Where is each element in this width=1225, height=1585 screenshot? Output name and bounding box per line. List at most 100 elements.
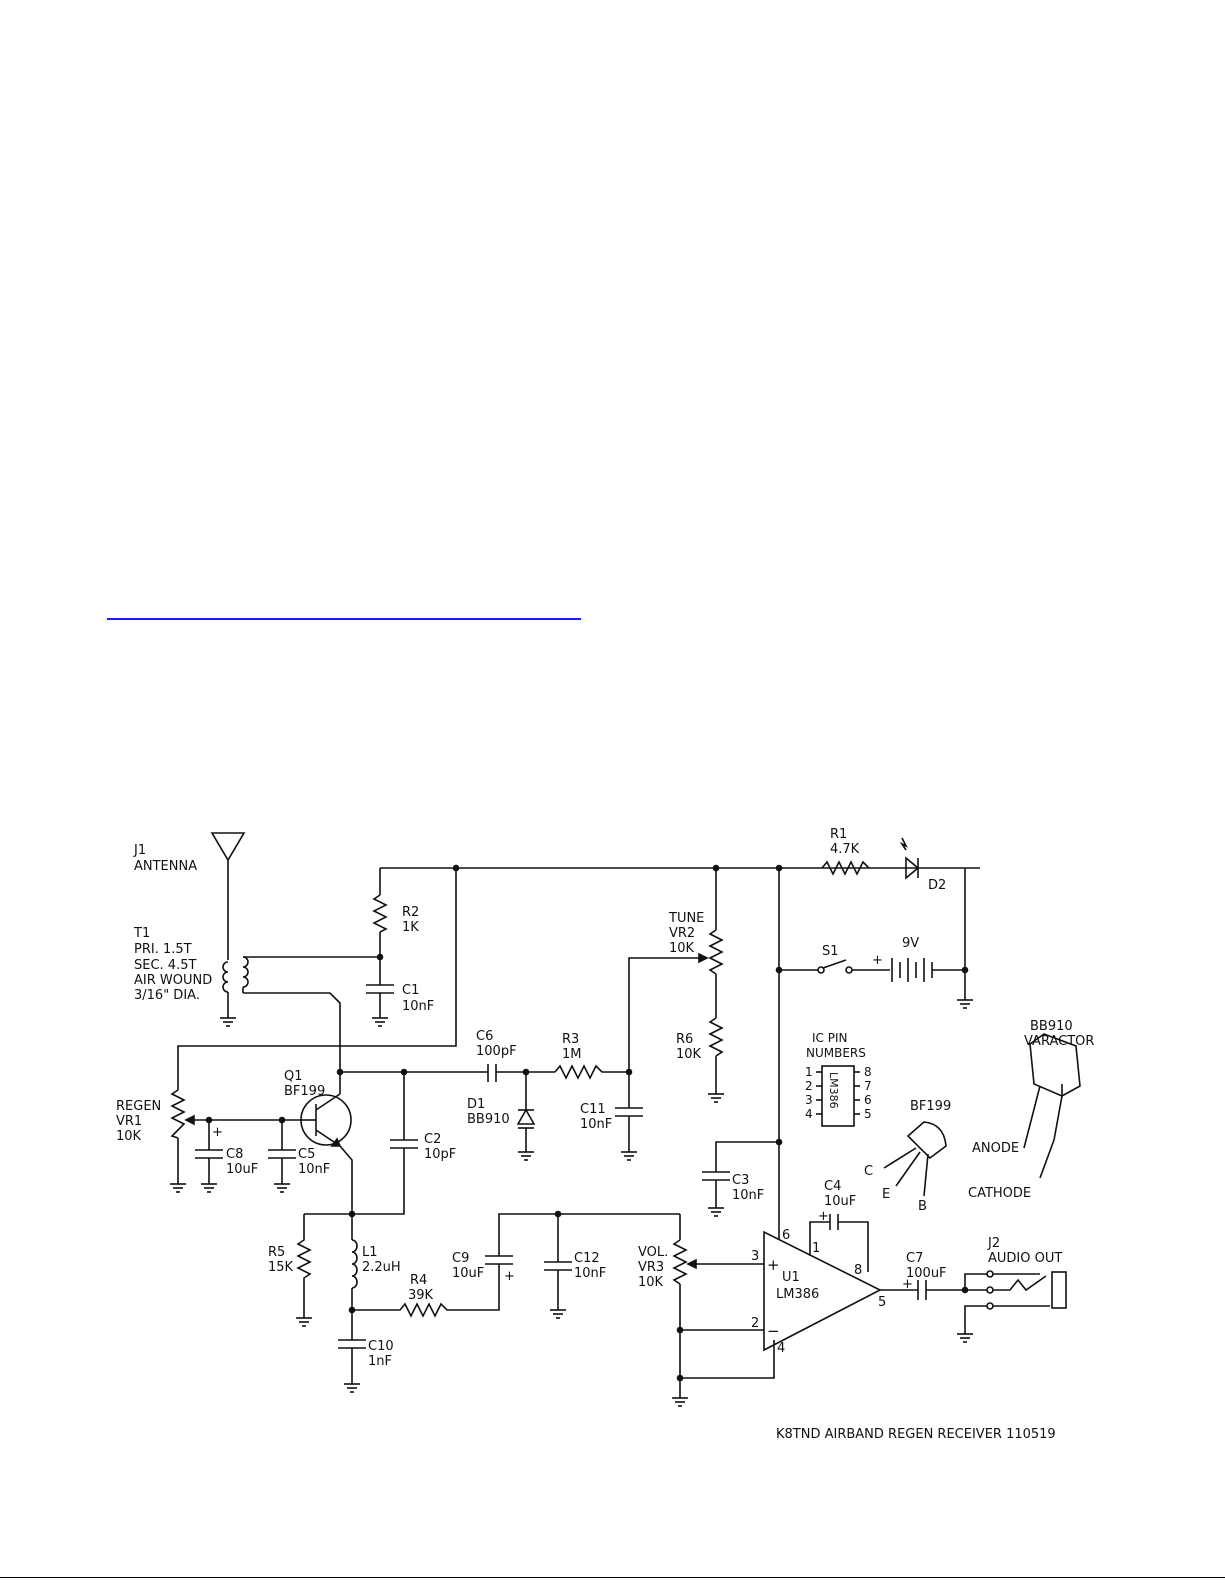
ic-pin-1: 1: [805, 1065, 813, 1079]
label-j2-value: AUDIO OUT: [988, 1251, 1062, 1266]
label-j2: J2: [987, 1236, 1000, 1251]
label-c5-value: 10nF: [298, 1162, 330, 1177]
capacitor-c8: [195, 1120, 223, 1193]
resistor-r5: [296, 1214, 312, 1327]
label-vr3: VR3: [638, 1260, 664, 1275]
resistor-r6: [708, 1017, 724, 1103]
label-vr1-value: 10K: [116, 1129, 142, 1144]
u1-pin-4: 4: [777, 1341, 785, 1356]
inductor-l1: [351, 1214, 358, 1340]
capacitor-c10: [338, 1339, 366, 1393]
label-c9: C9: [452, 1251, 469, 1266]
label-c7-value: 100uF: [906, 1266, 947, 1281]
label-q1: Q1: [284, 1069, 303, 1084]
capacitor-c7: [917, 1280, 965, 1300]
label-c7: C7: [906, 1251, 923, 1266]
label-r1-value: 4.7K: [830, 842, 860, 857]
label-j1-value: ANTENNA: [134, 859, 197, 874]
transformer-t1: [220, 956, 380, 1070]
battery-9v: [891, 958, 973, 1009]
u1-noninverting: +: [767, 1256, 780, 1274]
u1-pin-1: 1: [812, 1241, 820, 1256]
label-bf199-b: B: [918, 1199, 927, 1214]
label-t1-pri: PRI. 1.5T: [134, 942, 192, 957]
label-l1-value: 2.2uH: [362, 1260, 401, 1275]
capacitor-c3: [702, 1141, 779, 1217]
label-c9-value: 10uF: [452, 1266, 484, 1281]
resistor-r3: [554, 1064, 629, 1080]
ic-pin-2: 2: [805, 1079, 813, 1093]
resistor-r1: [821, 860, 870, 876]
label-r1: R1: [830, 827, 847, 842]
label-c4: C4: [824, 1179, 841, 1194]
label-c11: C11: [580, 1102, 606, 1117]
label-s1: S1: [822, 944, 839, 959]
label-c12: C12: [574, 1251, 600, 1266]
label-vr3-value: 10K: [638, 1275, 664, 1290]
resistor-r2: [372, 868, 388, 961]
label-cathode: CATHODE: [968, 1186, 1031, 1201]
bb910-package: [1023, 1033, 1081, 1179]
resistor-r4: [352, 1264, 500, 1318]
capacitor-c6: [487, 1064, 555, 1082]
capacitor-c2: [304, 1072, 418, 1215]
label-icpin-2: NUMBERS: [806, 1046, 866, 1060]
u1-pin-3: 3: [751, 1249, 759, 1264]
label-r6: R6: [676, 1032, 693, 1047]
label-r6-value: 10K: [676, 1047, 702, 1062]
label-c4-value: 10uF: [824, 1194, 856, 1209]
label-c6: C6: [476, 1029, 493, 1044]
led-d2: [899, 837, 966, 1000]
label-c11-value: 10nF: [580, 1117, 612, 1132]
u1-pin-2: 2: [751, 1316, 759, 1331]
u1-pin-5: 5: [878, 1295, 886, 1310]
label-bf199-e: E: [882, 1187, 890, 1202]
label-vr1: VR1: [116, 1114, 142, 1129]
label-tune: TUNE: [668, 911, 704, 926]
label-t1-sec: SEC. 4.5T: [134, 958, 196, 973]
ic-pin-8: 8: [864, 1065, 872, 1079]
label-r5: R5: [268, 1245, 285, 1260]
label-vol: VOL.: [638, 1245, 668, 1260]
label-u1: U1: [782, 1270, 800, 1285]
label-c3: C3: [732, 1173, 749, 1188]
capacitor-c5: [268, 1120, 296, 1193]
switch-s1: [779, 959, 890, 974]
label-ic-chip: LM386: [827, 1072, 840, 1109]
label-r2: R2: [402, 905, 419, 920]
ic-pinout-diagram: [816, 1065, 860, 1127]
bf199-package: [883, 1121, 947, 1197]
label-c2-value: 10pF: [424, 1147, 456, 1162]
ic-pin-5: 5: [864, 1107, 872, 1121]
u1-inverting: −: [767, 1322, 780, 1340]
potentiometer-vr2: [708, 868, 724, 1018]
antenna-j1: [210, 832, 246, 960]
label-anode: ANODE: [972, 1141, 1019, 1156]
label-u1-value: LM386: [776, 1287, 819, 1302]
label-c1-value: 10nF: [402, 999, 434, 1014]
label-d1: D1: [467, 1097, 485, 1112]
label-c7-plus: +: [902, 1277, 913, 1292]
label-d1-value: BB910: [467, 1112, 510, 1127]
label-regen: REGEN: [116, 1099, 161, 1114]
label-r3: R3: [562, 1032, 579, 1047]
capacitor-c12: [544, 1214, 572, 1319]
label-c2: C2: [424, 1132, 441, 1147]
hyperlink-underline[interactable]: [107, 618, 581, 620]
capacitor-c9: [485, 1213, 680, 1265]
label-vr2-value: 10K: [669, 941, 695, 956]
label-r5-value: 15K: [268, 1260, 294, 1275]
label-d2: D2: [928, 878, 946, 893]
capacitor-c11: [615, 1072, 643, 1161]
label-q1-value: BF199: [284, 1084, 325, 1099]
label-bb910: BB910: [1030, 1019, 1073, 1034]
label-c8: C8: [226, 1147, 243, 1162]
amplifier-u1: [763, 1214, 918, 1352]
label-t1-air: AIR WOUND: [134, 973, 212, 988]
u1-pin-8: 8: [854, 1263, 862, 1278]
label-l1: L1: [362, 1245, 378, 1260]
drawing-title: K8TND AIRBAND REGEN RECEIVER 110519: [776, 1427, 1056, 1442]
label-r4-value: 39K: [408, 1288, 434, 1303]
label-battery: 9V: [902, 936, 919, 951]
